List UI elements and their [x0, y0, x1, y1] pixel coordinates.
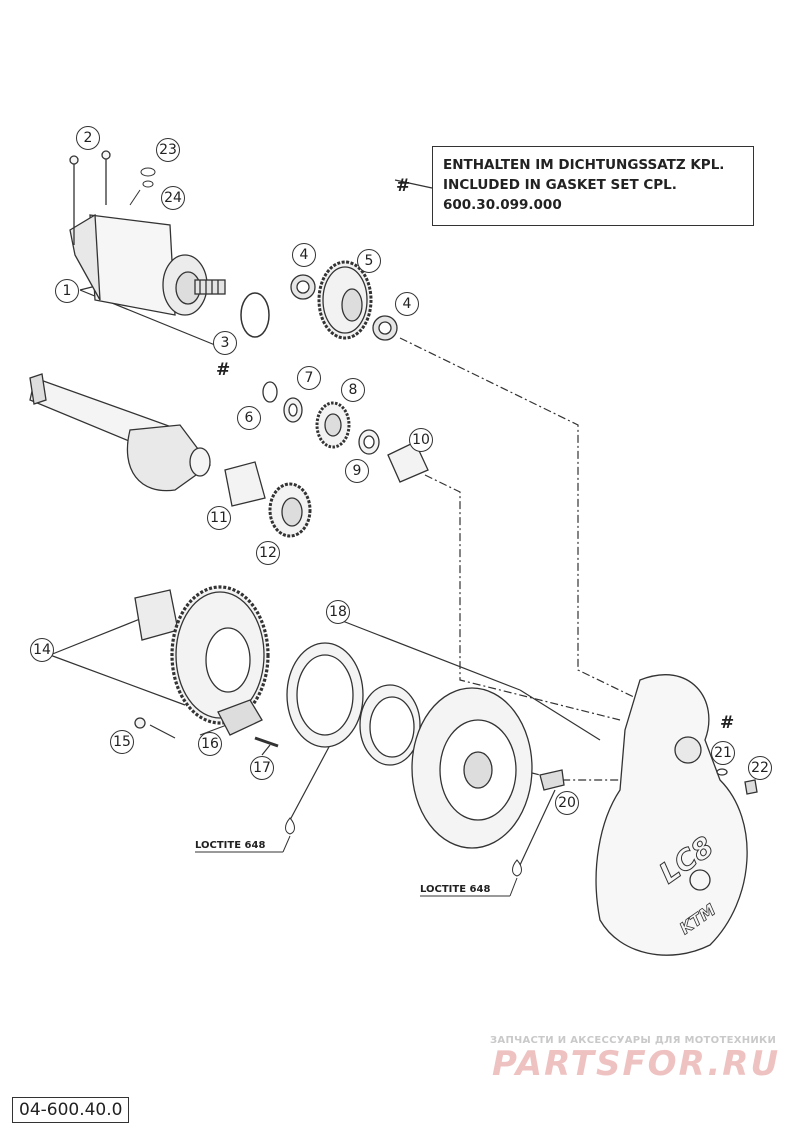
callout-16: 16: [198, 732, 222, 756]
callout-7: 7: [297, 366, 321, 390]
starter-gear-14: [134, 585, 279, 748]
callout-14: 14: [30, 638, 54, 662]
callout-6: 6: [237, 406, 261, 430]
freewheel-18: [286, 642, 565, 849]
crankshaft: [29, 373, 211, 492]
callout-8: 8: [341, 378, 365, 402]
callout-22: 22: [748, 756, 772, 780]
callout-18: 18: [326, 600, 350, 624]
callout-15: 15: [110, 730, 134, 754]
gasket-marker: #: [216, 360, 231, 380]
starter-motor: [69, 150, 226, 316]
document-number: 04-600.40.0: [12, 1097, 130, 1123]
callout-5: 5: [357, 249, 381, 273]
callout-24: 24: [161, 186, 185, 210]
note-line-en: INCLUDED IN GASKET SET CPL.: [443, 177, 677, 193]
loctite-drop-icon: [285, 817, 295, 835]
loctite-label: LOCTITE 648: [195, 840, 266, 851]
callout-1: 1: [55, 279, 79, 303]
callout-11: 11: [207, 506, 231, 530]
note-box: ENTHALTEN IM DICHTUNGSSATZ KPL. INCLUDED…: [432, 146, 754, 226]
o-ring-3: [240, 292, 270, 338]
intermediate-gear-5: [290, 260, 398, 341]
ignition-cover: [595, 674, 758, 956]
watermark-subtitle: ЗАПЧАСТИ И АКСЕССУАРЫ ДЛЯ МОТОТЕХНИКИ: [490, 1035, 777, 1046]
watermark-logo: PARTSFOR.RU: [492, 1044, 781, 1084]
small-parts-6-12: [224, 381, 429, 538]
note-marker: #: [396, 176, 411, 196]
note-line-partno: 600.30.099.000: [443, 197, 562, 213]
callout-23: 23: [156, 138, 180, 162]
callout-2: 2: [76, 126, 100, 150]
loctite-label: LOCTITE 648: [420, 884, 491, 895]
note-line-de: ENTHALTEN IM DICHTUNGSSATZ KPL.: [443, 157, 725, 173]
washer-23-24: [129, 167, 156, 206]
callout-3: 3: [213, 331, 237, 355]
callout-4: 4: [292, 243, 316, 267]
callout-12: 12: [256, 541, 280, 565]
callout-4: 4: [395, 292, 419, 316]
callout-9: 9: [345, 459, 369, 483]
loctite-drop-icon: [512, 859, 522, 877]
gasket-marker: #: [720, 713, 735, 733]
callout-20: 20: [555, 791, 579, 815]
callout-10: 10: [409, 428, 433, 452]
callout-21: 21: [711, 741, 735, 765]
callout-17: 17: [250, 756, 274, 780]
